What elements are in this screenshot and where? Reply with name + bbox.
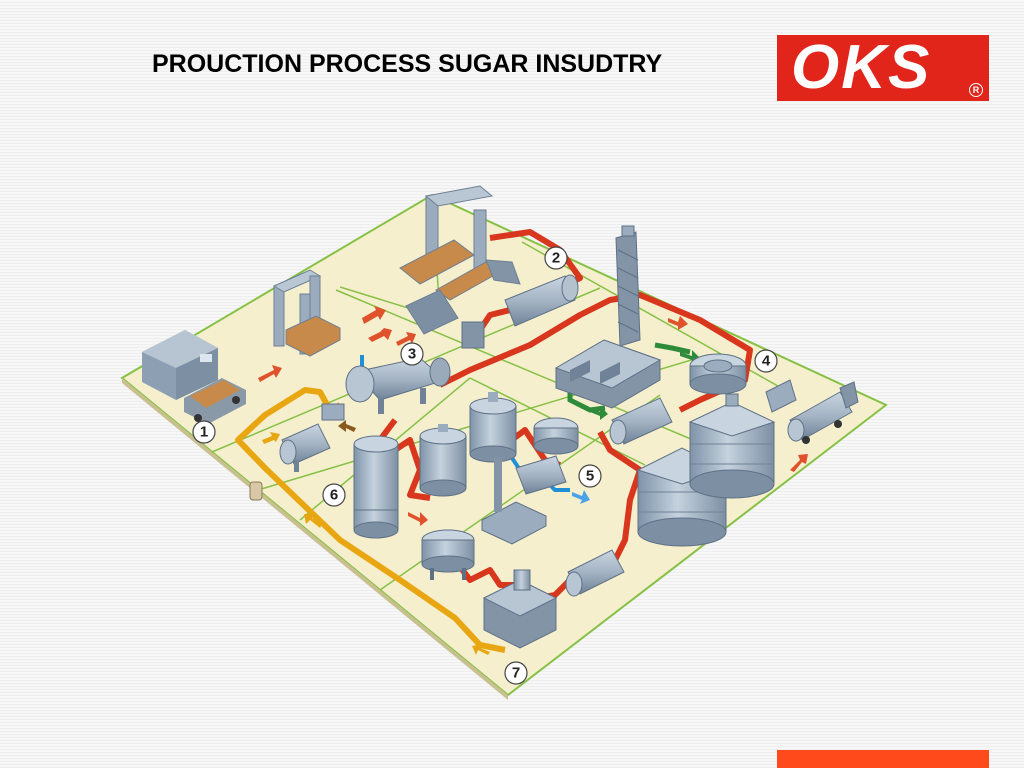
- clarifier-tank: [689, 353, 747, 395]
- conveyor-tower: [615, 225, 641, 347]
- station-label: 4: [762, 353, 771, 370]
- crystallizer: [481, 455, 567, 545]
- station-label: 6: [330, 487, 338, 504]
- office-building: [142, 330, 218, 400]
- cooling-drum: [609, 397, 673, 445]
- delivery-truck: [184, 378, 246, 424]
- lime-kiln: [353, 435, 399, 539]
- sugar-silo-right: [688, 393, 776, 499]
- logo-text: OKS: [791, 33, 932, 102]
- evaporator: [533, 417, 579, 455]
- station-label: 3: [408, 346, 416, 363]
- station-2: 2: [544, 246, 568, 270]
- tanker-truck: [765, 379, 859, 444]
- footer-accent-bar: [777, 750, 989, 768]
- oks-logo: OKS R: [777, 33, 989, 102]
- station-4: 4: [754, 349, 778, 373]
- unloading-gate: [399, 185, 521, 335]
- station-label: 5: [586, 468, 594, 485]
- weighbridge-gate: [272, 269, 341, 357]
- boiler-house: [482, 569, 558, 649]
- station-6: 6: [322, 483, 346, 507]
- purification-tank-a: [419, 424, 467, 497]
- beet-washer: [461, 274, 579, 349]
- station-label: 1: [200, 424, 208, 441]
- station-3: 3: [400, 342, 424, 366]
- station-5: 5: [578, 464, 602, 488]
- pulp-dryer: [279, 423, 331, 472]
- station-label: 2: [552, 250, 560, 267]
- station-1: 1: [192, 420, 216, 444]
- purification-tank-b: [469, 392, 517, 463]
- centrifuge: [421, 529, 475, 580]
- dryer-drum: [565, 549, 625, 597]
- diffuser: [321, 357, 451, 421]
- pellet-sack: [249, 481, 263, 501]
- station-7: 7: [504, 661, 528, 685]
- factory-hall: [554, 339, 662, 409]
- flow-arrows: [258, 306, 808, 655]
- slide-title: PROUCTION PROCESS SUGAR INSUDTRY: [152, 50, 663, 78]
- registered-mark-icon: R: [969, 83, 983, 97]
- station-label: 7: [512, 665, 520, 682]
